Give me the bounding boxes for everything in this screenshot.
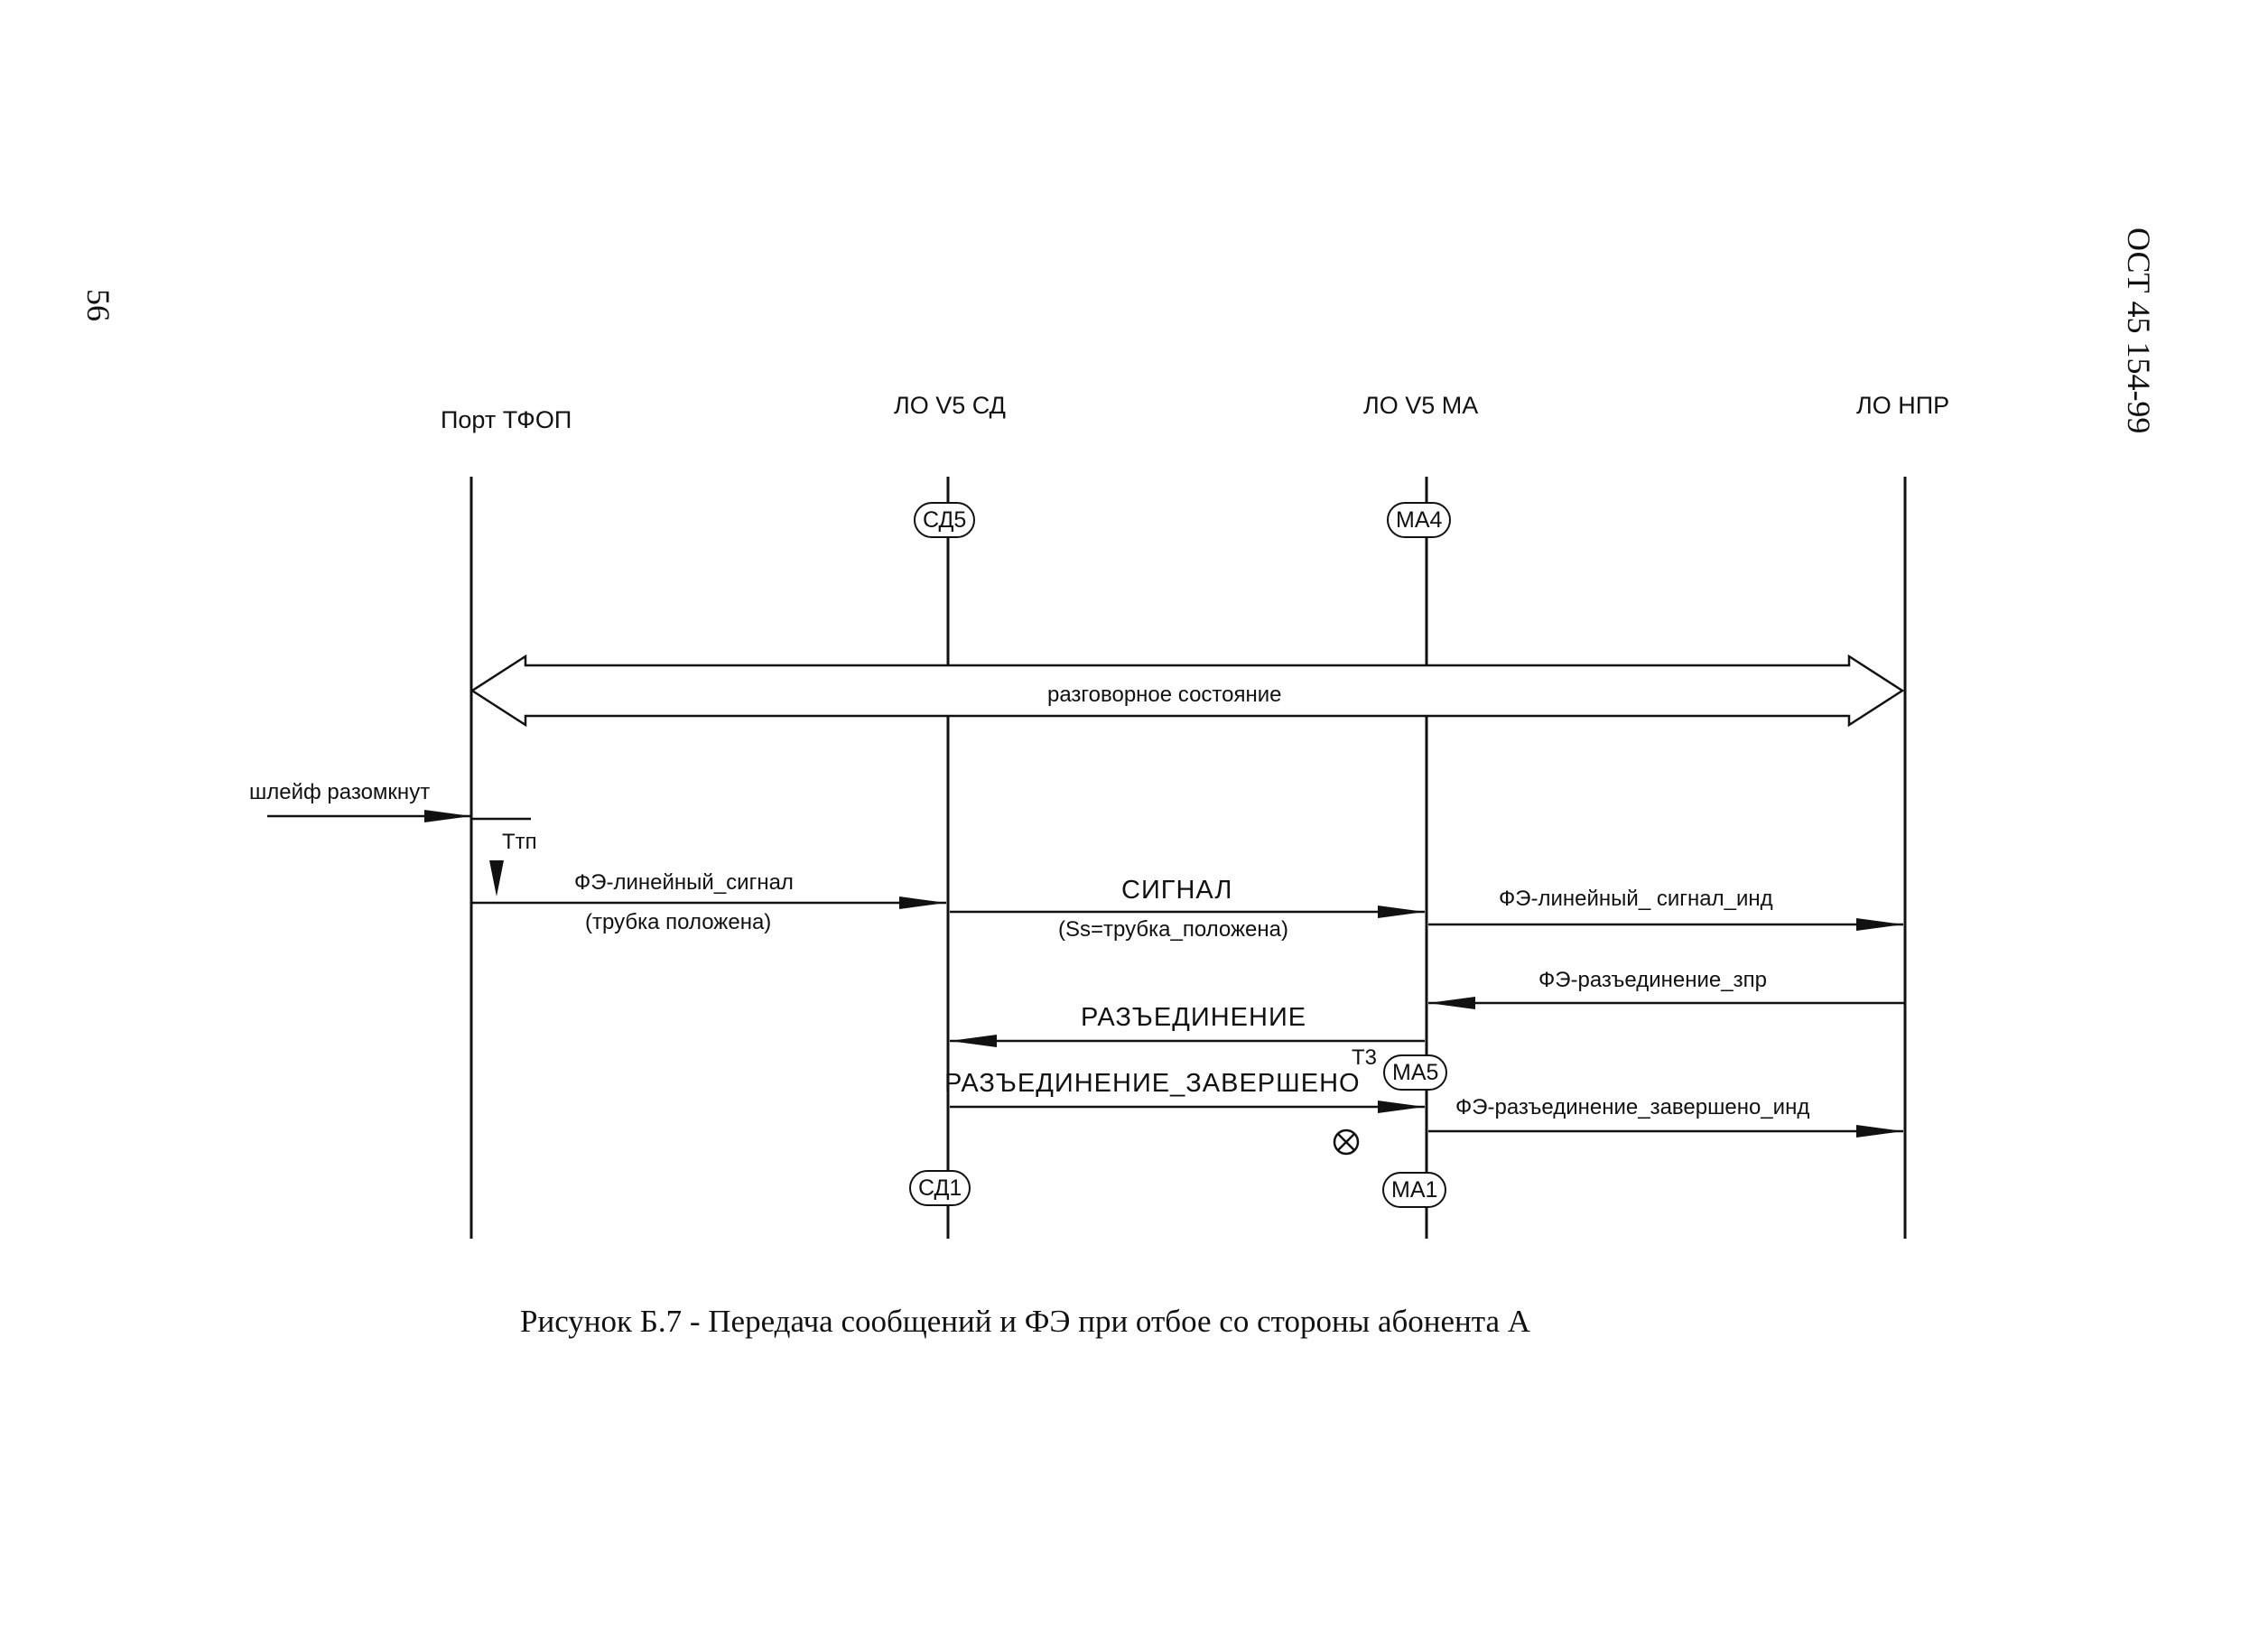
- msg-disconnect-complete-label: РАЗЪЕДИНЕНИЕ_ЗАВЕРШЕНО: [944, 1069, 1361, 1098]
- standard-id: ОСТ 45 154-99: [2121, 228, 2157, 434]
- arrowhead: [950, 1035, 997, 1047]
- page-number: 56: [80, 289, 116, 321]
- msg-signal-param: (Ss=трубка_положена): [1058, 917, 1288, 942]
- entity-v5-sd: ЛО V5 СД: [894, 392, 1006, 419]
- msg-disconnect-label: РАЗЪЕДИНЕНИЕ: [1081, 1003, 1307, 1032]
- timer-ttp-icon: [489, 860, 504, 896]
- circled-times-icon: [1333, 1129, 1360, 1156]
- msg-signal-label: СИГНАЛ: [1121, 876, 1233, 905]
- state-ma5: МА5: [1383, 1054, 1448, 1091]
- figure-caption: Рисунок Б.7 - Передача сообщений и ФЭ пр…: [520, 1304, 1531, 1339]
- msg-fe-disconnect-complete-ind-label: ФЭ-разъединение_завершено_инд: [1455, 1095, 1810, 1119]
- timer-t3-label: Т3: [1352, 1045, 1378, 1070]
- entity-v5-ma: ЛО V5 МА: [1363, 392, 1479, 419]
- arrowhead: [1856, 1125, 1903, 1138]
- entity-port-tfop: Порт ТФОП: [441, 406, 572, 433]
- msg-fe-disconnect-req-label: ФЭ-разъединение_зпр: [1538, 968, 1767, 992]
- entity-npr: ЛО НПР: [1856, 392, 1950, 419]
- state-sd5: СД5: [914, 502, 976, 538]
- arrowhead: [424, 810, 471, 822]
- state-ma1: МА1: [1382, 1172, 1447, 1208]
- arrowhead: [1428, 997, 1475, 1009]
- arrowhead: [1378, 906, 1425, 918]
- msg-fe-line-signal-label: ФЭ-линейный_сигнал: [574, 870, 794, 895]
- msg-fe-line-signal-param: (трубка положена): [585, 910, 772, 934]
- timer-ttp-label: Ттп: [502, 830, 537, 854]
- conversation-arrow: [469, 654, 1905, 728]
- loop-open-label: шлейф разомкнут: [249, 780, 431, 804]
- arrowhead: [899, 896, 946, 909]
- msg-fe-line-signal-ind-label: ФЭ-линейный_ сигнал_инд: [1499, 887, 1773, 911]
- arrowhead: [1856, 918, 1903, 931]
- arrowhead: [1378, 1101, 1425, 1113]
- state-sd1: СД1: [909, 1170, 971, 1206]
- conversation-label: разговорное состояние: [1047, 683, 1282, 707]
- state-ma4: МА4: [1387, 502, 1452, 538]
